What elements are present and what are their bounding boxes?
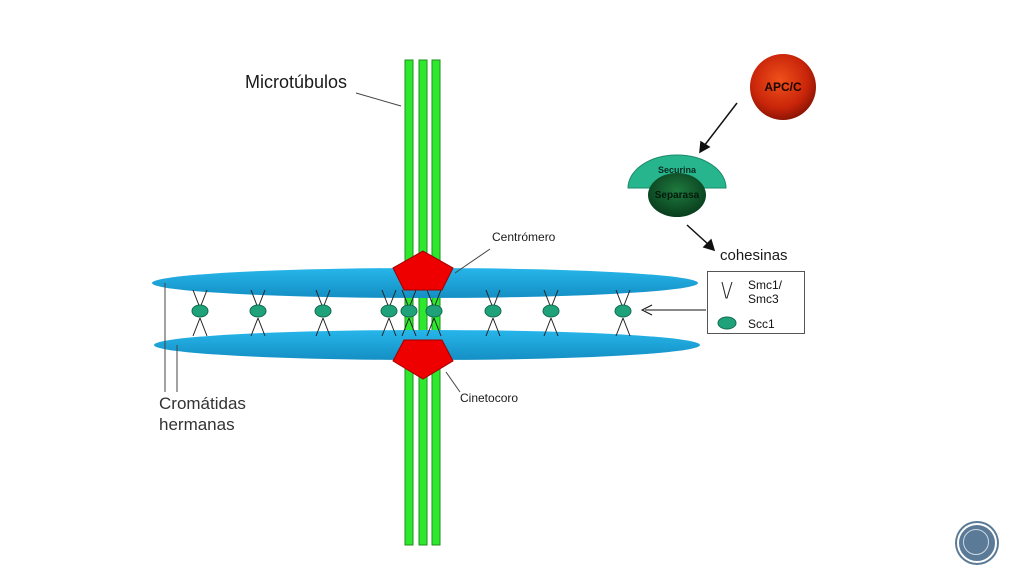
smc-arm (199, 317, 208, 337)
scc1-subunit (249, 304, 267, 318)
smc-arm (543, 317, 552, 337)
kinetochore-bottom (392, 339, 454, 380)
microtubules (404, 59, 441, 546)
separase-label: Separasa (655, 190, 700, 201)
scc1-subunit (314, 304, 332, 318)
sister-chromatids-label: Cromátidas hermanas (159, 394, 246, 434)
cohesin-legend: Smc1/ Smc3 Scc1 (707, 271, 805, 334)
cohesin-complex (484, 289, 502, 337)
scc1-subunit (484, 304, 502, 318)
smc-arm (401, 317, 410, 337)
centromere-leader (454, 248, 491, 274)
microtubules-label: Microtúbulos (245, 72, 348, 92)
kinetochore-label: Cinetocoro (460, 391, 519, 405)
microtubules-leader (355, 92, 402, 107)
scc1-subunit (400, 304, 418, 318)
scc1-subunit (425, 304, 443, 318)
cohesin-complex (314, 289, 332, 337)
cohesin-complex (191, 289, 209, 337)
apc-c-complex (750, 54, 816, 120)
scc1-subunit (614, 304, 632, 318)
smc-arm (408, 317, 417, 337)
smc-arm (381, 317, 390, 337)
separase-to-cohesins-arrow (686, 224, 710, 246)
smc-arm (250, 317, 259, 337)
smc-arm (388, 317, 397, 337)
slide-nav-button[interactable] (957, 523, 997, 563)
centromere-label: Centrómero (492, 230, 556, 244)
cohesin-complex (614, 289, 632, 337)
arrowhead-1 (699, 140, 711, 154)
securin-label: Securina (658, 165, 697, 175)
cohesin-complex (380, 289, 398, 337)
smc-arm (257, 317, 266, 337)
smc-legend-icon (721, 281, 733, 299)
cohesin-complex (425, 289, 443, 337)
cohesin-complex (542, 289, 560, 337)
smc-arm (192, 317, 201, 337)
scc1-subunit (542, 304, 560, 318)
scc1-legend-text: Scc1 (748, 317, 775, 331)
apc-to-securin-arrow (703, 102, 738, 147)
securin-shape (627, 154, 727, 189)
cohesin-complex (249, 289, 267, 337)
cohesin-complex (400, 289, 418, 337)
arrows (640, 102, 738, 316)
smc-arm (433, 317, 442, 337)
kinetochore-top (392, 250, 454, 291)
smc-arm (485, 317, 494, 337)
scc1-subunit (191, 304, 209, 318)
cohesin-complexes (191, 289, 632, 337)
kinetochores (392, 250, 454, 380)
smc-arm (615, 317, 624, 337)
leader-lines (164, 92, 491, 393)
apc-c-label: APC/C (764, 80, 802, 94)
separase-shape (648, 173, 706, 217)
microtubule-1 (404, 59, 414, 546)
cohesins-label: cohesinas (720, 247, 788, 264)
scc1-legend-icon (717, 316, 737, 330)
arrowhead-2 (702, 238, 716, 252)
smc-arm (315, 317, 324, 337)
smc-arm (322, 317, 331, 337)
kinetochore-leader (445, 371, 461, 393)
smc-legend-text: Smc1/ Smc3 (748, 278, 783, 306)
smc-arm (492, 317, 501, 337)
smc-arm (550, 317, 559, 337)
smc-arm (426, 317, 435, 337)
smc-arm (622, 317, 631, 337)
scc1-subunit (380, 304, 398, 318)
arrowhead-3 (640, 304, 653, 316)
microtubule-2 (418, 59, 428, 546)
